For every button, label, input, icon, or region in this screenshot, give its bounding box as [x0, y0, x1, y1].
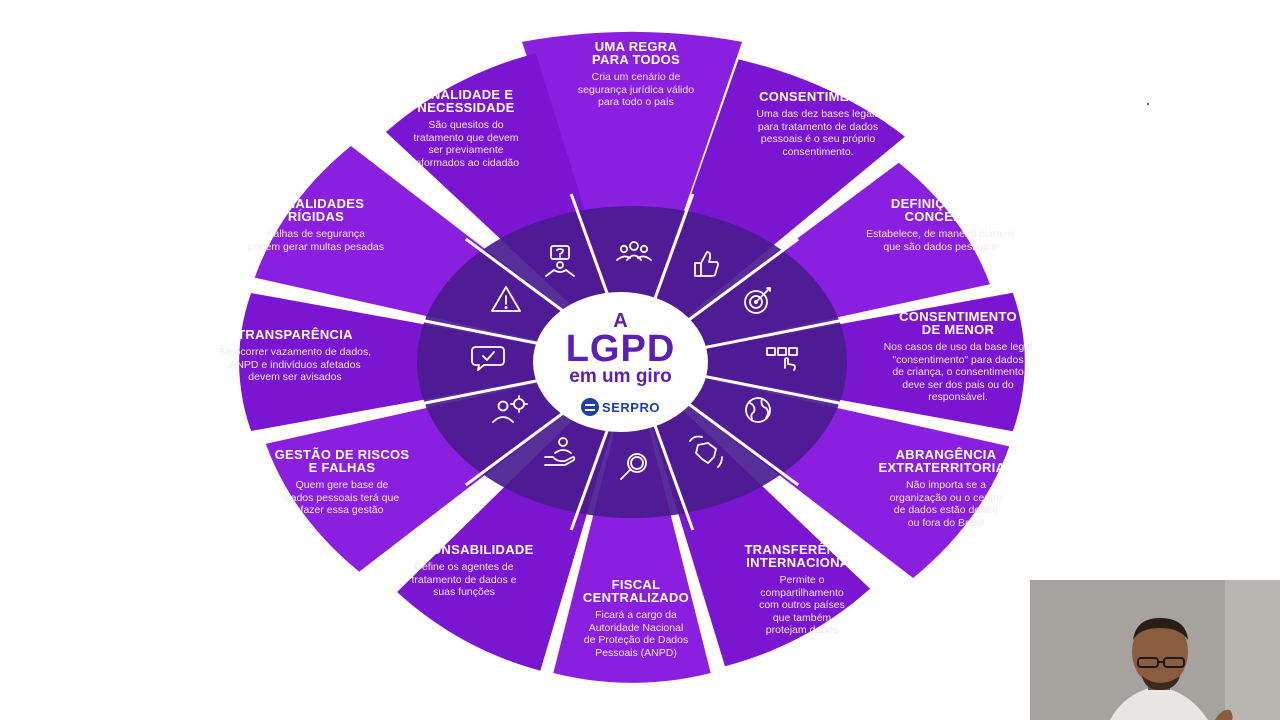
hand-person-icon — [544, 437, 576, 466]
person-gear-icon — [492, 395, 528, 423]
target-icon — [744, 287, 771, 314]
thumbs-up-icon — [694, 251, 719, 277]
segment-fiscal — [553, 362, 711, 683]
serpro-logo: SERPRO — [533, 398, 708, 416]
magnifier-icon — [620, 453, 647, 480]
brazil-map-arrows-icon — [689, 435, 723, 468]
globe-icon — [745, 397, 771, 423]
speck-dot — [1147, 103, 1149, 105]
webcam-overlay — [1030, 580, 1280, 720]
chat-check-icon — [471, 346, 505, 371]
center-title-prefix: A — [613, 310, 628, 332]
segment-uma-regra — [521, 31, 743, 363]
center-badge: A LGPD em um giro SERPRO — [533, 292, 708, 432]
center-title: LGPD — [565, 328, 676, 370]
question-person-icon — [545, 245, 575, 277]
serpro-wordmark: SERPRO — [602, 399, 660, 415]
checklist-hand-icon — [766, 347, 798, 371]
people-group-icon — [616, 241, 652, 261]
presenter-silhouette — [1030, 580, 1280, 720]
center-subtitle: em um giro — [569, 366, 672, 387]
serpro-mark-icon — [581, 398, 600, 416]
warning-icon — [491, 286, 521, 312]
